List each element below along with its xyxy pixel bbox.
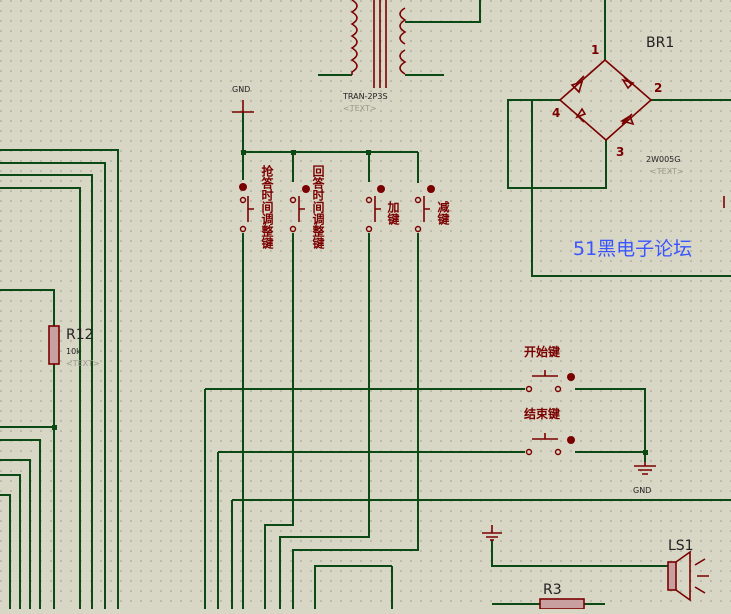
- ground-symbol-lower: [482, 525, 502, 541]
- ls1-ref: LS1: [668, 538, 694, 554]
- ground-top-label: GND: [232, 85, 250, 94]
- r12-value: 10k: [66, 347, 81, 356]
- r12-text: <TEXT>: [66, 359, 100, 368]
- watermark-text: 51黑电子论坛: [573, 238, 692, 260]
- speaker-ls1[interactable]: LS1: [667, 538, 709, 602]
- button-start-label: 开始键: [524, 344, 560, 359]
- button-huida-adjust[interactable]: 回答时间调整键: [289, 165, 326, 250]
- transformer-text: <TEXT>: [343, 104, 377, 113]
- ground-right-label: GND: [633, 486, 651, 495]
- bridge-pin-1: 1: [591, 43, 599, 57]
- button-start[interactable]: 开始键: [524, 344, 575, 393]
- button-add-label: 加键: [386, 200, 400, 226]
- bridge-part: 2W005G: [646, 155, 680, 164]
- button-qiangda-adjust[interactable]: 抢答时间调整键: [239, 164, 274, 250]
- transformer-tran-2p3s[interactable]: TRAN-2P3S <TEXT>: [342, 0, 407, 113]
- resistor-r12[interactable]: R12 10k <TEXT>: [48, 325, 100, 368]
- bridge-text: <TEXT>: [650, 167, 684, 176]
- ground-symbol-top: GND: [232, 85, 254, 113]
- button-add[interactable]: 加键: [365, 185, 401, 233]
- button-sub[interactable]: 减键: [414, 185, 451, 233]
- r12-ref: R12: [66, 327, 94, 343]
- transformer-ref: TRAN-2P3S: [342, 92, 388, 101]
- bridge-ref: BR1: [646, 35, 674, 51]
- junctions: [52, 150, 648, 455]
- bridge-rectifier-br1[interactable]: BR1 1 2 3 4 2W005G <TEXT>: [552, 35, 684, 176]
- bridge-pin-2: 2: [654, 81, 662, 95]
- button-end-label: 结束键: [524, 406, 560, 421]
- bridge-pin-4: 4: [552, 106, 560, 120]
- button-end[interactable]: 结束键: [524, 406, 575, 456]
- r3-ref: R3: [543, 582, 562, 598]
- button-sub-label: 减键: [436, 200, 450, 226]
- button-qiangda-label: 抢答时间调整键: [260, 164, 274, 250]
- bridge-pin-3: 3: [616, 145, 624, 159]
- ground-symbol-right: GND: [633, 462, 656, 495]
- button-huida-label: 回答时间调整键: [311, 165, 325, 250]
